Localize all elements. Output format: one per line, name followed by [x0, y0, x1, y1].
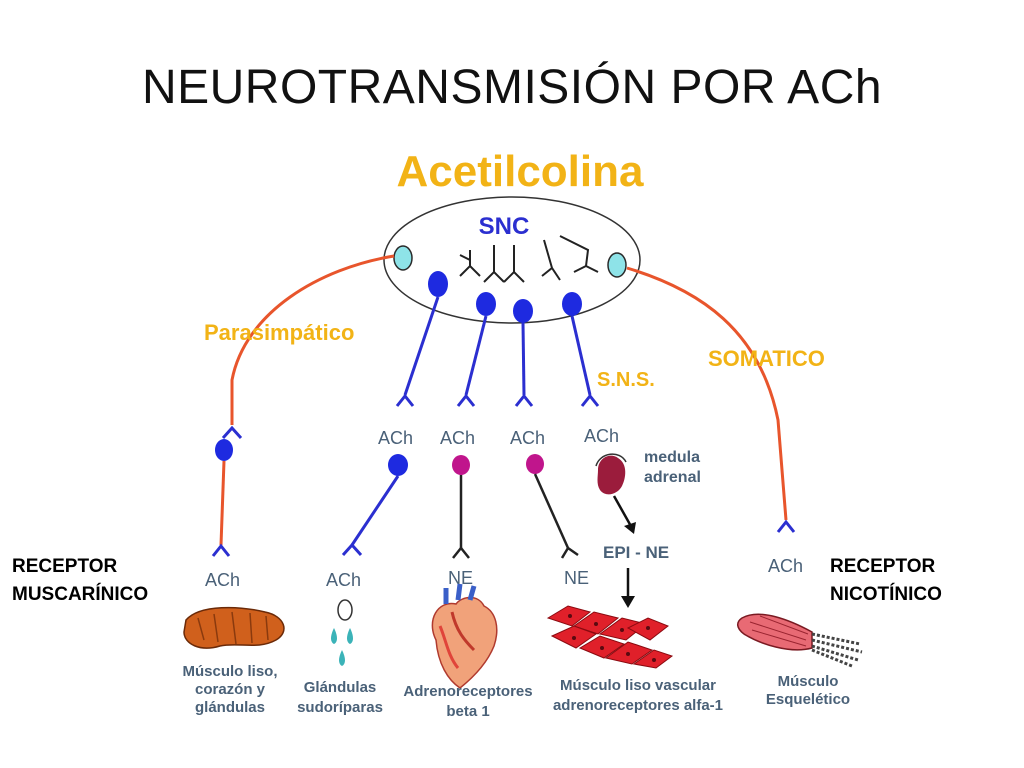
target-sweat-glands-line-2: sudoríparas	[297, 699, 383, 716]
adrenal-arrow-head	[624, 522, 636, 534]
ach-lower-label-glands: ACh	[326, 570, 361, 590]
target-skeletal-line-2: Esquelético	[766, 691, 850, 708]
receptor-muscarinic-line-2: MUSCARÍNICO	[12, 584, 149, 605]
parasympathetic-upper-fork	[221, 425, 243, 440]
pre-neuron-fork-3	[514, 393, 534, 407]
sns-label: S.N.S.	[597, 369, 655, 391]
parasympathetic-ganglion-cell	[215, 439, 233, 461]
medula-label-line-2: adrenal	[644, 469, 701, 486]
pre-neuron-body-2	[476, 292, 496, 316]
target-beta-line-1: Adrenoreceptores	[403, 683, 532, 700]
parasympathetic-lower-fork	[211, 543, 231, 557]
adrenal-medulla-outline	[595, 453, 627, 467]
epi-ne-arrow-head	[621, 596, 635, 608]
pre-neuron-body-1	[428, 271, 448, 297]
snc-synapse-forks	[459, 235, 599, 283]
target-smooth-muscle-line-2: corazón y	[195, 681, 266, 698]
ach-upper-label-2: ACh	[440, 428, 475, 448]
pre-neuron-axon-4	[570, 315, 592, 396]
ach-upper-label-1: ACh	[378, 428, 413, 448]
medula-label-line-1: medula	[644, 449, 700, 466]
snc-cell-left	[393, 245, 413, 271]
sweat-gland-outline	[337, 599, 353, 621]
post-neuron-fork-vascular	[560, 546, 579, 559]
ach-upper-label-3: ACh	[510, 428, 545, 448]
receptor-nicotinic-line-2: NICOTÍNICO	[830, 584, 942, 605]
somatic-label: SOMATICO	[708, 346, 825, 371]
pre-neuron-body-4	[562, 292, 582, 316]
target-vascular-line-2: adrenoreceptores alfa-1	[553, 697, 723, 714]
acetilcolina-heading: Acetilcolina	[397, 147, 644, 196]
parasympathetic-upper-path	[230, 254, 395, 425]
post-neuron-body-heart	[452, 455, 470, 475]
somatic-fork	[776, 519, 796, 533]
adrenal-arrow-line	[612, 495, 634, 529]
smooth-muscle-stripes	[197, 611, 269, 645]
receptor-nicotinic-label: RECEPTOR NICOTÍNICO	[830, 553, 942, 609]
post-neuron-axon-glands	[350, 475, 400, 546]
ach-lower-label-somatic: ACh	[768, 556, 803, 576]
parasympathetic-label: Parasimpático	[204, 320, 354, 345]
sweat-drop-3	[339, 650, 345, 666]
pre-neuron-body-3	[513, 299, 533, 323]
post-neuron-body-glands	[388, 454, 408, 476]
adrenal-medulla-shape	[597, 455, 626, 495]
pre-neuron-axon-3	[521, 322, 526, 396]
ne-label-heart: NE	[448, 568, 473, 588]
pre-neuron-axon-1	[403, 296, 440, 396]
target-smooth-muscle-line-3: glándulas	[195, 699, 265, 716]
target-beta-line-2: beta 1	[446, 703, 489, 720]
skeletal-muscle-illustration	[737, 613, 863, 668]
target-vascular-line-1: Músculo liso vascular	[560, 677, 716, 694]
heart-illustration	[431, 583, 498, 689]
snc-label: SNC	[479, 213, 530, 240]
epi-ne-label: EPI - NE	[603, 543, 669, 562]
pre-neuron-fork-2	[456, 393, 476, 407]
ach-upper-label-4: ACh	[584, 426, 619, 446]
target-skeletal-line-1: Músculo	[778, 673, 839, 690]
receptor-muscarinic-line-1: RECEPTOR	[12, 556, 118, 577]
vascular-cells-nuclei	[568, 614, 656, 662]
post-neuron-fork-heart	[452, 545, 470, 559]
post-neuron-body-vascular	[526, 454, 544, 474]
post-neuron-axon-vascular	[533, 473, 570, 549]
ne-label-vascular: NE	[564, 568, 589, 588]
snc-cell-right	[607, 252, 627, 278]
target-smooth-muscle-line-1: Músculo liso,	[182, 663, 277, 680]
parasympathetic-lower-path	[219, 460, 226, 546]
pre-neuron-axon-2	[464, 315, 488, 396]
sweat-drop-1	[331, 628, 337, 644]
target-sweat-glands-line-1: Glándulas	[304, 679, 377, 696]
post-neuron-fork-glands	[341, 542, 363, 557]
somatic-path	[626, 266, 788, 521]
pre-neuron-fork-4	[580, 393, 600, 407]
ach-lower-label-para: ACh	[205, 570, 240, 590]
receptor-muscarinic-label: RECEPTOR MUSCARÍNICO	[12, 553, 148, 609]
snc-ellipse	[383, 196, 641, 324]
sweat-drop-2	[347, 628, 353, 644]
pre-neuron-fork-1	[395, 393, 415, 407]
receptor-nicotinic-line-1: RECEPTOR	[830, 556, 936, 577]
slide-title: NEUROTRANSMISIÓN POR ACh	[141, 61, 883, 114]
